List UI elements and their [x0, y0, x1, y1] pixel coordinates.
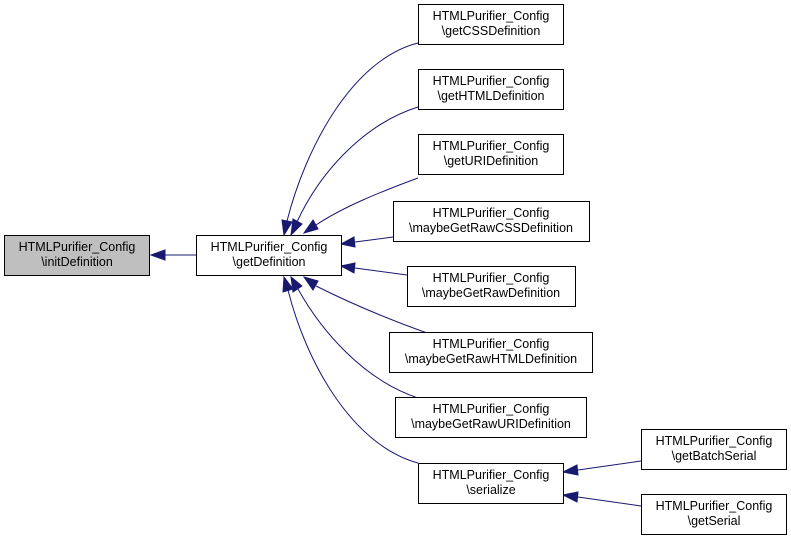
node-title: HTMLPurifier_Config: [433, 402, 550, 416]
node-maybegetrawhtmldefinition[interactable]: HTMLPurifier_Config \maybeGetRawHTMLDefi…: [389, 332, 593, 373]
edge-getdefinition-to-initdefinition: [149, 249, 196, 261]
node-maybegetrawdefinition[interactable]: HTMLPurifier_Config \maybeGetRawDefiniti…: [407, 266, 576, 307]
edge-gethtmldefinition-to-getdefinition: [290, 106, 419, 237]
edge-maybegetrawhtmldefinition-to-getdefinition: [302, 276, 428, 334]
edge-maybegetrawuridefinition-to-getdefinition: [290, 275, 419, 399]
node-box: [395, 397, 587, 438]
edge-getserial-to-serialize: [561, 491, 642, 507]
node-subtitle: \maybeGetRawHTMLDefinition: [405, 352, 577, 366]
nodes: HTMLPurifier_Config \initDefinition HTML…: [4, 4, 787, 535]
node-subtitle: \getSerial: [688, 514, 741, 528]
node-title: HTMLPurifier_Config: [433, 9, 550, 23]
edge-geturidefinition-to-getdefinition: [302, 177, 419, 234]
node-title: HTMLPurifier_Config: [433, 206, 550, 220]
node-getdefinition[interactable]: HTMLPurifier_Config \getDefinition: [196, 235, 342, 276]
node-serialize[interactable]: HTMLPurifier_Config \serialize: [418, 463, 564, 504]
node-subtitle: \maybeGetRawURIDefinition: [411, 417, 571, 431]
edge-maybegetrawcssdefinition-to-getdefinition: [339, 236, 394, 248]
node-box: [418, 134, 564, 175]
node-subtitle: \maybeGetRawCSSDefinition: [409, 221, 573, 235]
node-title: HTMLPurifier_Config: [433, 271, 550, 285]
node-getserial[interactable]: HTMLPurifier_Config \getSerial: [641, 494, 787, 535]
node-box: [389, 332, 593, 373]
node-box: [418, 4, 564, 45]
node-initdefinition[interactable]: HTMLPurifier_Config \initDefinition: [4, 235, 150, 276]
node-subtitle: \serialize: [466, 483, 515, 497]
node-title: HTMLPurifier_Config: [656, 499, 773, 513]
edges: [149, 42, 642, 507]
node-box: [4, 235, 150, 276]
node-title: HTMLPurifier_Config: [656, 434, 773, 448]
node-title: HTMLPurifier_Config: [19, 240, 136, 254]
node-box: [418, 463, 564, 504]
node-box: [393, 201, 590, 242]
node-title: HTMLPurifier_Config: [433, 337, 550, 351]
node-getcssdefinition[interactable]: HTMLPurifier_Config \getCSSDefinition: [418, 4, 564, 45]
edge-maybegetrawdefinition-to-getdefinition: [339, 262, 408, 276]
node-box: [641, 429, 787, 470]
node-box: [407, 266, 576, 307]
node-title: HTMLPurifier_Config: [433, 74, 550, 88]
node-box: [196, 235, 342, 276]
node-maybegetrawuridefinition[interactable]: HTMLPurifier_Config \maybeGetRawURIDefin…: [395, 397, 587, 438]
node-title: HTMLPurifier_Config: [211, 240, 328, 254]
node-box: [418, 69, 564, 110]
node-maybegetrawcssdefinition[interactable]: HTMLPurifier_Config \maybeGetRawCSSDefin…: [393, 201, 590, 242]
node-geturidefinition[interactable]: HTMLPurifier_Config \getURIDefinition: [418, 134, 564, 175]
node-gethtmldefinition[interactable]: HTMLPurifier_Config \getHTMLDefinition: [418, 69, 564, 110]
node-subtitle: \getHTMLDefinition: [438, 89, 545, 103]
node-subtitle: \getURIDefinition: [444, 154, 539, 168]
node-subtitle: \initDefinition: [41, 255, 113, 269]
node-subtitle: \maybeGetRawDefinition: [422, 286, 560, 300]
node-box: [641, 494, 787, 535]
node-subtitle: \getDefinition: [233, 255, 306, 269]
node-title: HTMLPurifier_Config: [433, 468, 550, 482]
node-getbatchserial[interactable]: HTMLPurifier_Config \getBatchSerial: [641, 429, 787, 470]
node-title: HTMLPurifier_Config: [433, 139, 550, 153]
node-subtitle: \getBatchSerial: [672, 449, 757, 463]
edge-getcssdefinition-to-getdefinition: [281, 42, 419, 237]
edge-serialize-to-getdefinition: [282, 275, 419, 464]
node-subtitle: \getCSSDefinition: [442, 24, 541, 38]
edge-getbatchserial-to-serialize: [561, 460, 642, 476]
